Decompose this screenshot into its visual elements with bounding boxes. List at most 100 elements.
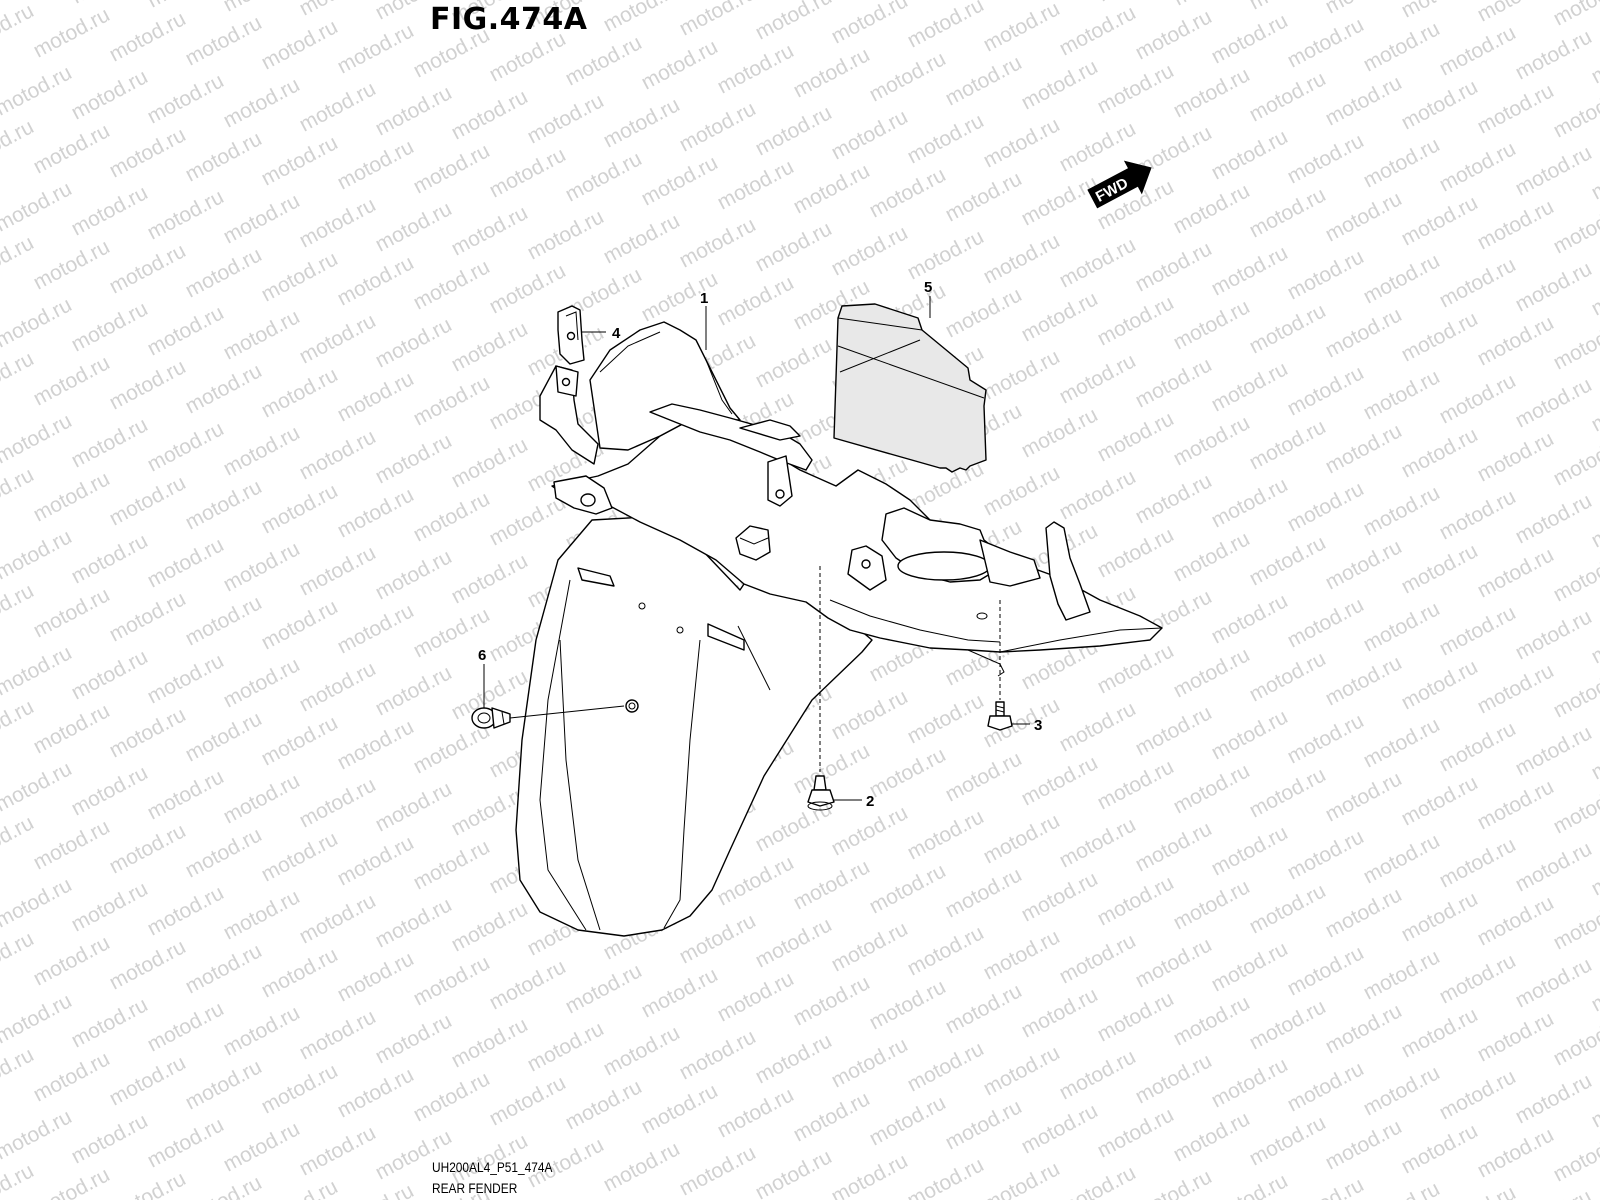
watermark-text: motod.ru	[258, 15, 342, 74]
watermark-text: motod.ru	[144, 1113, 228, 1172]
watermark-text: motod.ru	[1360, 945, 1444, 1004]
watermark-text: motod.ru	[144, 997, 228, 1056]
watermark-text: motod.ru	[1322, 535, 1406, 594]
watermark-text: motod.ru	[1132, 817, 1216, 876]
watermark-text: motod.ru	[106, 1167, 190, 1200]
watermark-text: motod.ru	[1208, 473, 1292, 532]
watermark-text: motod.ru	[372, 661, 456, 720]
watermark-text: motod.ru	[1094, 987, 1178, 1046]
watermark-text: motod.ru	[1360, 713, 1444, 772]
watermark-text: motod.ru	[220, 189, 304, 248]
watermark-text: motod.ru	[68, 761, 152, 820]
watermark-text: motod.ru	[220, 769, 304, 828]
watermark-text: motod.ru	[144, 69, 228, 128]
watermark-text: motod.ru	[1322, 419, 1406, 478]
watermark-text: motod.ru	[0, 1105, 76, 1164]
watermark-text: motod.ru	[1170, 643, 1254, 702]
watermark-text: motod.ru	[1550, 315, 1600, 374]
watermark-text: motod.ru	[752, 1145, 836, 1200]
watermark-text: motod.ru	[1550, 199, 1600, 258]
watermark-text: motod.ru	[1550, 1127, 1600, 1186]
watermark-text: motod.ru	[1018, 867, 1102, 926]
watermark-text: motod.ru	[182, 591, 266, 650]
leader-6b	[509, 705, 625, 719]
watermark-text: motod.ru	[1550, 895, 1600, 954]
watermark-text: motod.ru	[1208, 937, 1292, 996]
watermark-text: motod.ru	[220, 653, 304, 712]
watermark-text: motod.ru	[904, 805, 988, 864]
watermark-text: motod.ru	[1398, 423, 1482, 482]
watermark-text: motod.ru	[1246, 1111, 1330, 1170]
watermark-text: motod.ru	[790, 855, 874, 914]
watermark-text: motod.ru	[1512, 257, 1596, 316]
watermark-text: motod.ru	[68, 877, 152, 936]
watermark-text: motod.ru	[1398, 191, 1482, 250]
watermark-text: motod.ru	[334, 483, 418, 542]
watermark-text: motod.ru	[1246, 531, 1330, 590]
watermark-text: motod.ru	[68, 993, 152, 1052]
callout-6: 6	[478, 647, 486, 664]
watermark-text: motod.ru	[942, 283, 1026, 342]
watermark-text: motod.ru	[790, 971, 874, 1030]
watermark-text: motod.ru	[714, 1083, 798, 1142]
watermark-text: motod.ru	[486, 259, 570, 318]
watermark-text: motod.ru	[1056, 349, 1140, 408]
watermark-text: motod.ru	[600, 1137, 684, 1196]
watermark-text: motod.ru	[144, 533, 228, 592]
watermark-text: motod.ru	[144, 649, 228, 708]
watermark-text: motod.ru	[1284, 361, 1368, 420]
watermark-text: motod.ru	[220, 305, 304, 364]
watermark-text: motod.ru	[1246, 763, 1330, 822]
watermark-text: motod.ru	[0, 347, 38, 406]
watermark-text: motod.ru	[562, 959, 646, 1018]
part-1-rear-fender	[515, 321, 1163, 937]
watermark-text: motod.ru	[1360, 1177, 1444, 1200]
watermark-text: motod.ru	[676, 1025, 760, 1084]
watermark-text: motod.ru	[1474, 543, 1558, 602]
watermark-text: motod.ru	[30, 815, 114, 874]
watermark-text: motod.ru	[0, 695, 38, 754]
watermark-text: motod.ru	[752, 0, 836, 44]
watermark-text: motod.ru	[448, 201, 532, 260]
watermark-text: motod.ru	[676, 909, 760, 968]
callout-4: 4	[612, 325, 621, 342]
watermark-text: motod.ru	[1398, 539, 1482, 598]
watermark-text: motod.ru	[904, 1037, 988, 1096]
part-2-rivet	[807, 775, 835, 811]
watermark-text: motod.ru	[600, 93, 684, 152]
watermark-text: motod.ru	[980, 1041, 1064, 1100]
watermark-text: motod.ru	[410, 487, 494, 546]
watermark-text: motod.ru	[448, 549, 532, 608]
watermark-text: motod.ru	[144, 185, 228, 244]
watermark-text: motod.ru	[182, 707, 266, 766]
watermark-text: motod.ru	[676, 213, 760, 272]
watermark-text: motod.ru	[524, 89, 608, 148]
watermark-text: motod.ru	[296, 0, 380, 20]
watermark-text: motod.ru	[752, 1029, 836, 1088]
watermark-text: motod.ru	[1132, 933, 1216, 992]
watermark-text: motod.ru	[30, 119, 114, 178]
watermark-text: motod.ru	[30, 467, 114, 526]
watermark-text: motod.ru	[1436, 369, 1520, 428]
watermark-text: motod.ru	[182, 823, 266, 882]
watermark-text: motod.ru	[600, 209, 684, 268]
watermark-text: motod.ru	[1094, 755, 1178, 814]
watermark-text: motod.ru	[410, 1067, 494, 1126]
watermark-text: motod.ru	[334, 367, 418, 426]
watermark-text: motod.ru	[714, 155, 798, 214]
watermark-text: motod.ru	[1056, 233, 1140, 292]
watermark-text: motod.ru	[1512, 721, 1596, 780]
watermark-text: motod.ru	[372, 313, 456, 372]
watermark-text: motod.ru	[296, 77, 380, 136]
watermark-text: motod.ru	[1474, 427, 1558, 486]
watermark-text: motod.ru	[0, 0, 38, 58]
watermark-text: motod.ru	[68, 65, 152, 124]
watermark-text: motod.ru	[220, 421, 304, 480]
watermark-text: motod.ru	[1322, 883, 1406, 942]
watermark-text: motod.ru	[0, 579, 38, 638]
watermark-text: motod.ru	[1170, 0, 1254, 10]
watermark-text: motod.ru	[942, 51, 1026, 110]
watermark-text: motod.ru	[68, 297, 152, 356]
watermark-text: motod.ru	[600, 0, 684, 36]
